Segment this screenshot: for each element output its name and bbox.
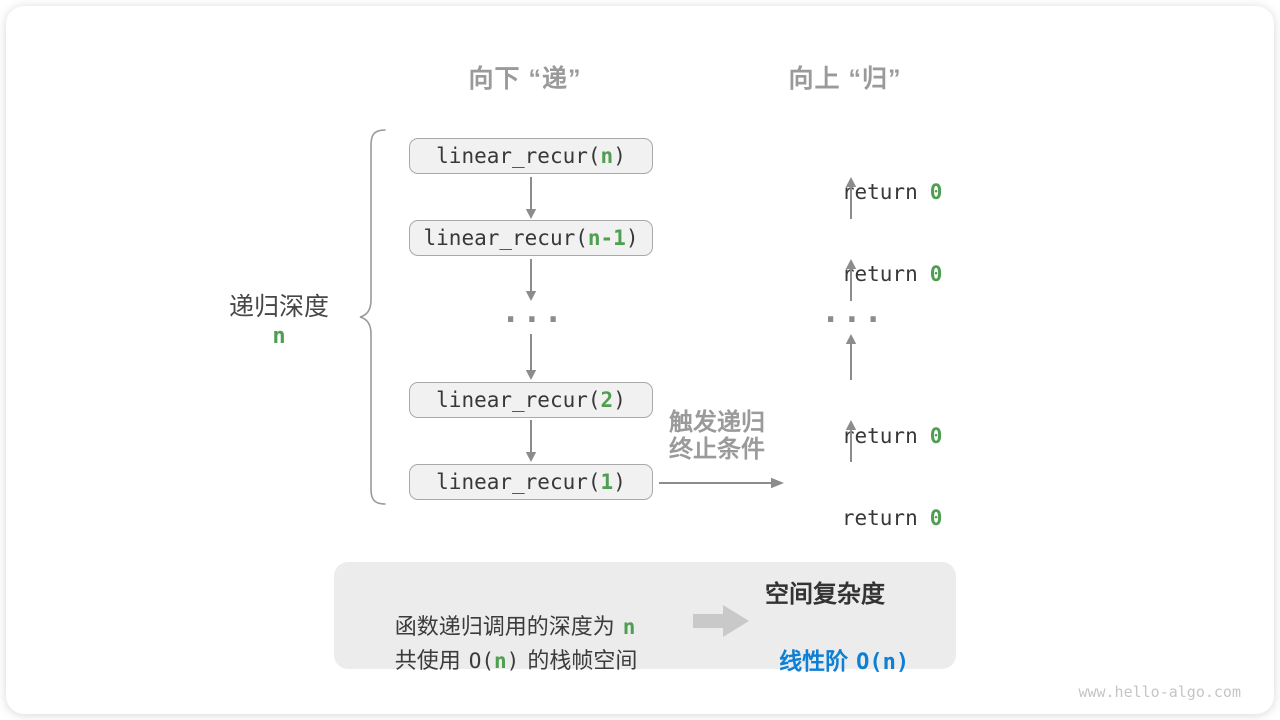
call-text: linear_recur( (436, 470, 601, 494)
result-value-code: O(n) (856, 650, 910, 675)
arrow-up-icon (845, 177, 857, 219)
summary-line2-code: ) (506, 649, 520, 673)
result-value: 线性阶 O(n) (735, 613, 915, 675)
call-text: ) (625, 226, 639, 250)
termination-label-line2: 终止条件 (669, 436, 765, 463)
return-value: 0 (929, 506, 943, 530)
call-text: linear_recur( (436, 388, 601, 412)
summary-line2-text: 共使用 (394, 648, 461, 673)
arrow-right-icon (659, 477, 784, 489)
depth-label: 递归深度 (228, 293, 329, 321)
call-text: ) (613, 470, 626, 494)
call-arg: 2 (600, 388, 614, 412)
return-value: 0 (929, 424, 943, 448)
header-recurse-down: 向下 “递” (468, 65, 582, 93)
arrow-down-icon (525, 334, 537, 380)
watermark: www.hello-algo.com (1078, 683, 1241, 701)
arrow-down-icon (525, 259, 537, 301)
diagram-card: 向下 “递” 向上 “归” 递归深度 n linear_recur(n) lin… (6, 6, 1274, 714)
header-return-up: 向上 “归” (788, 65, 902, 93)
call-box-n-1: linear_recur(n-1) (409, 220, 653, 256)
return-keyword: return (841, 506, 918, 530)
return-row: return 0 (766, 464, 943, 530)
call-text: ) (613, 144, 626, 168)
result-value-text: 线性阶 (779, 648, 849, 674)
summary-line1-text: 函数递归调用的深度为 (394, 614, 615, 639)
return-value: 0 (929, 262, 943, 286)
summary-line2-code: O( (468, 649, 494, 673)
summary-line1-var: n (622, 615, 636, 639)
summary-line2-var: n (494, 649, 507, 673)
call-text: linear_recur( (436, 144, 601, 168)
termination-label: 触发递归 终止条件 (646, 409, 788, 463)
termination-label-line1: 触发递归 (669, 409, 765, 436)
call-text: linear_recur( (423, 226, 588, 250)
depth-variable: n (272, 324, 286, 349)
summary-panel (334, 562, 956, 669)
call-text: ) (613, 388, 626, 412)
return-value: 0 (929, 180, 943, 204)
call-box-2: linear_recur(2) (409, 382, 653, 418)
ellipsis-left: ... (501, 292, 565, 330)
call-arg: n (600, 144, 614, 168)
arrow-down-icon (525, 177, 537, 219)
depth-brace-icon (359, 129, 386, 505)
summary-line2-text: 的栈帧空间 (527, 648, 638, 673)
arrow-up-icon (845, 334, 857, 380)
result-title: 空间复杂度 (765, 581, 885, 608)
call-arg: n-1 (587, 226, 626, 250)
call-arg: 1 (600, 470, 614, 494)
summary-line1: 函数递归调用的深度为 n (358, 579, 636, 639)
arrow-up-icon (845, 420, 857, 462)
arrow-up-icon (845, 259, 857, 301)
call-box-1: linear_recur(1) (409, 464, 653, 500)
implies-arrow-icon (693, 605, 749, 637)
arrow-down-icon (525, 420, 537, 462)
call-box-n: linear_recur(n) (409, 138, 653, 174)
